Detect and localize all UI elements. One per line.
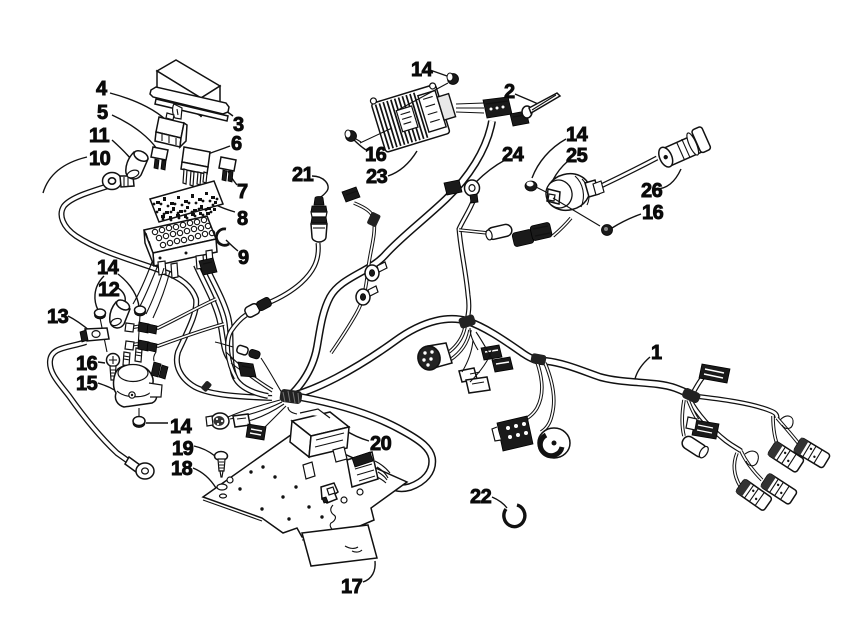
svg-text:7: 7 (237, 181, 248, 203)
svg-text:5: 5 (97, 102, 108, 124)
svg-text:15: 15 (76, 373, 98, 395)
svg-text:11: 11 (89, 125, 110, 147)
svg-text:22: 22 (470, 486, 492, 508)
svg-text:18: 18 (171, 458, 193, 480)
svg-text:23: 23 (366, 166, 388, 188)
svg-text:14: 14 (97, 257, 120, 279)
svg-text:4: 4 (96, 78, 108, 100)
svg-text:20: 20 (370, 433, 392, 455)
svg-text:8: 8 (237, 208, 248, 230)
svg-text:14: 14 (411, 59, 434, 81)
svg-text:16: 16 (365, 144, 387, 166)
svg-text:9: 9 (238, 247, 249, 269)
svg-text:17: 17 (341, 576, 363, 598)
svg-text:16: 16 (642, 202, 664, 224)
svg-text:24: 24 (502, 144, 525, 166)
svg-text:26: 26 (641, 180, 663, 202)
svg-text:12: 12 (98, 279, 120, 301)
svg-text:1: 1 (651, 342, 662, 364)
svg-text:25: 25 (566, 145, 588, 167)
svg-text:10: 10 (89, 148, 111, 170)
svg-text:16: 16 (76, 353, 98, 375)
svg-text:14: 14 (566, 124, 589, 146)
svg-text:21: 21 (292, 164, 314, 186)
svg-text:13: 13 (47, 306, 69, 328)
svg-text:19: 19 (172, 438, 194, 460)
svg-text:14: 14 (170, 416, 193, 438)
svg-text:3: 3 (233, 114, 244, 136)
svg-text:6: 6 (231, 133, 242, 155)
